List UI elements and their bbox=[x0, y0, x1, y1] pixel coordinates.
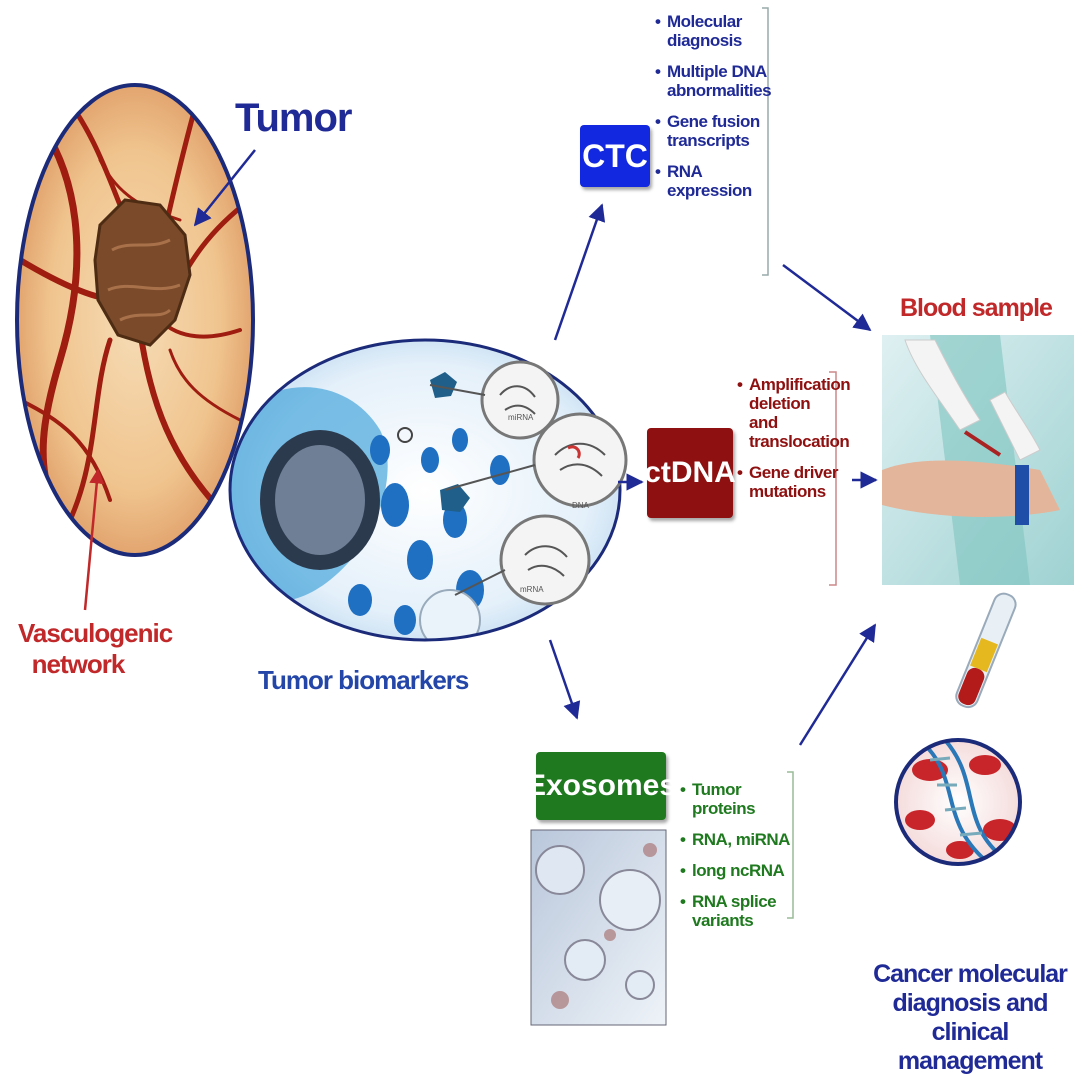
test-tube-icon bbox=[953, 591, 1018, 711]
ctdna-list-item: Gene driver mutations bbox=[737, 463, 842, 501]
exosomes-box: Exosomes bbox=[536, 752, 666, 820]
blood-sample-label: Blood sample bbox=[900, 294, 1052, 323]
ctdna-list: Amplification deletion and translocation… bbox=[737, 375, 842, 513]
ctc-list-item: Multiple DNA abnormalities bbox=[655, 62, 770, 100]
mrna-label: mRNA bbox=[520, 585, 544, 594]
ctc-list-item: Gene fusion transcripts bbox=[655, 112, 770, 150]
exosomes-list-item: RNA, miRNA bbox=[680, 830, 795, 849]
biomarkers-illustration: miRNA DNA mRNA bbox=[220, 340, 626, 650]
arrow-to-ctc bbox=[555, 205, 602, 340]
ctc-list-item: RNA expression bbox=[655, 162, 770, 200]
diagram-canvas: miRNA DNA mRNA bbox=[0, 0, 1074, 1054]
tumor-title: Tumor bbox=[235, 96, 351, 141]
arrow-ctc-to-blood bbox=[783, 265, 870, 330]
tumor-illustration bbox=[17, 85, 253, 560]
ctc-box: CTC bbox=[580, 125, 650, 187]
ctc-list-item: Molecular diagnosis bbox=[655, 12, 770, 50]
exosomes-image bbox=[531, 830, 666, 1025]
ctdna-box: ctDNA bbox=[647, 428, 733, 518]
mirna-label: miRNA bbox=[508, 413, 534, 422]
ctdna-list-item: Amplification deletion and translocation bbox=[737, 375, 842, 451]
exosomes-list-item: Tumor proteins bbox=[680, 780, 795, 818]
cancer-diagnosis-label: Cancer molecular diagnosis and clinical … bbox=[860, 960, 1074, 1076]
ctc-list: Molecular diagnosis Multiple DNA abnorma… bbox=[655, 12, 770, 212]
exosomes-list-item: RNA splice variants bbox=[680, 892, 795, 930]
tumor-biomarkers-label: Tumor biomarkers bbox=[258, 665, 468, 696]
blood-sample-photo bbox=[882, 335, 1074, 585]
cancer-diagnosis-illustration bbox=[896, 740, 1020, 864]
arrow-to-exosomes bbox=[550, 640, 577, 718]
arrow-exosomes-to-blood bbox=[800, 625, 875, 745]
exosomes-list-item: long ncRNA bbox=[680, 861, 795, 880]
vasculogenic-network-label: Vasculogenic network bbox=[18, 618, 138, 680]
exosomes-list: Tumor proteins RNA, miRNA long ncRNA RNA… bbox=[680, 780, 795, 942]
dna-label: DNA bbox=[572, 501, 590, 510]
